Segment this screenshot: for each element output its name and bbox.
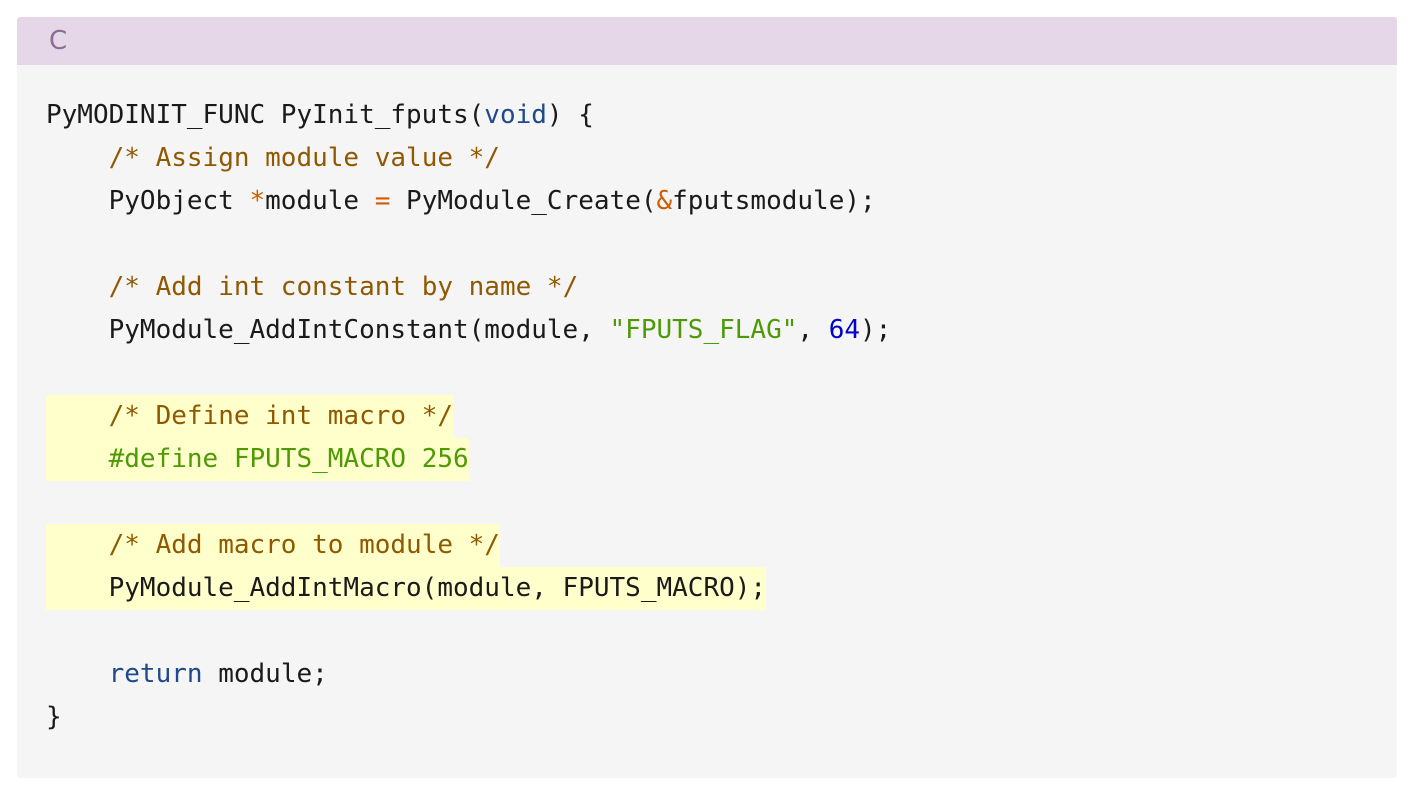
code-line	[46, 481, 1397, 524]
code-line	[46, 352, 1397, 395]
code-token-plain: PyModule_AddIntMacro(module, FPUTS_MACRO…	[46, 573, 767, 603]
code-token-preproc: #define FPUTS_MACRO 256	[108, 444, 469, 474]
code-token-keyword: void	[484, 100, 547, 130]
code-token-comment: /* Add int constant by name */	[108, 272, 579, 302]
code-token-plain: }	[46, 702, 62, 732]
code-line	[46, 223, 1397, 266]
code-token-plain	[46, 272, 109, 302]
code-token-plain: ,	[797, 315, 829, 345]
highlighted-code: PyModule_AddIntMacro(module, FPUTS_MACRO…	[46, 567, 767, 610]
code-token-plain: PyMODINIT_FUNC PyInit_fputs(	[46, 100, 485, 130]
code-token-keyword: return	[108, 659, 203, 689]
code-body[interactable]: PyMODINIT_FUNC PyInit_fputs(void) { /* A…	[46, 94, 1397, 739]
highlighted-code: #define FPUTS_MACRO 256	[46, 438, 469, 481]
code-token-comment: /* Add macro to module */	[108, 530, 500, 560]
code-line: return module;	[46, 653, 1397, 696]
language-header: C	[17, 17, 1397, 65]
code-token-plain	[46, 401, 109, 431]
code-token-string: "FPUTS_FLAG"	[609, 315, 798, 345]
code-token-operator: &	[656, 186, 673, 216]
code-token-plain	[46, 530, 109, 560]
code-token-plain	[46, 143, 109, 173]
code-token-plain: module	[265, 186, 375, 216]
code-token-number: 64	[828, 315, 860, 345]
code-token-plain: module;	[202, 659, 328, 689]
highlighted-code: /* Define int macro */	[46, 395, 453, 438]
code-token-plain: fputsmodule);	[672, 186, 876, 216]
code-line: /* Define int macro */	[46, 395, 1397, 438]
code-token-plain: );	[860, 315, 892, 345]
code-line: PyModule_AddIntMacro(module, FPUTS_MACRO…	[46, 567, 1397, 610]
code-line: PyMODINIT_FUNC PyInit_fputs(void) {	[46, 94, 1397, 137]
code-block: C PyMODINIT_FUNC PyInit_fputs(void) { /*…	[17, 17, 1397, 778]
code-line: PyObject *module = PyModule_Create(&fput…	[46, 180, 1397, 223]
code-line: }	[46, 696, 1397, 739]
code-line: /* Add int constant by name */	[46, 266, 1397, 309]
language-label: C	[49, 26, 68, 56]
code-token-plain: PyObject	[46, 186, 250, 216]
highlighted-code: /* Add macro to module */	[46, 524, 500, 567]
code-token-plain: PyModule_AddIntConstant(module,	[46, 315, 610, 345]
code-line: /* Add macro to module */	[46, 524, 1397, 567]
code-token-plain: ) {	[546, 100, 594, 130]
code-line	[46, 610, 1397, 653]
code-line: #define FPUTS_MACRO 256	[46, 438, 1397, 481]
code-token-comment: /* Assign module value */	[108, 143, 500, 173]
code-line: PyModule_AddIntConstant(module, "FPUTS_F…	[46, 309, 1397, 352]
code-token-comment: /* Define int macro */	[108, 401, 453, 431]
code-token-operator: *	[249, 186, 266, 216]
code-token-operator: =	[374, 186, 391, 216]
code-line: /* Assign module value */	[46, 137, 1397, 180]
code-token-plain	[46, 659, 109, 689]
code-token-plain	[46, 444, 109, 474]
code-token-plain: PyModule_Create(	[390, 186, 657, 216]
